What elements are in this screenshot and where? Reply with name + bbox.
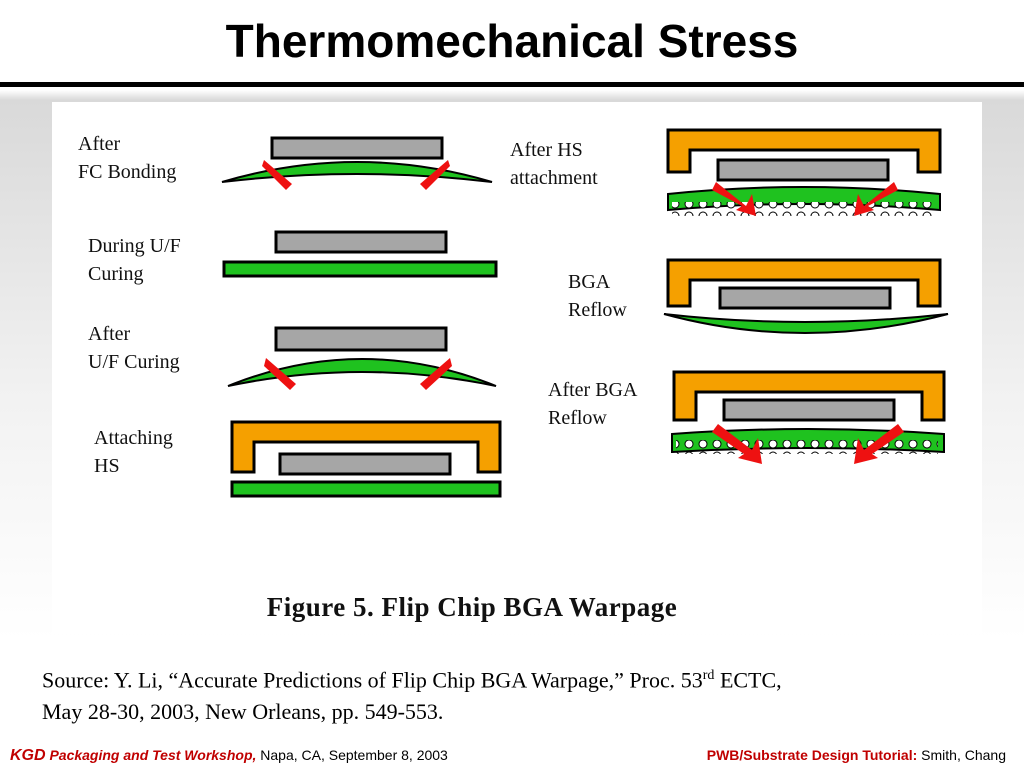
footer: KGD Packaging and Test Workshop, Napa, C… [0,744,1024,768]
stage-after-bga-reflow [671,370,946,464]
stress-arrow-left [712,182,756,216]
stage-after-fc-bonding [221,136,493,190]
substrate-warped [227,358,497,387]
die [718,286,892,310]
title-divider [0,82,1024,87]
stress-arrow-right [854,424,904,464]
die [274,326,448,352]
source-line-1: Source: Y. Li, “Accurate Predictions of … [42,667,703,693]
tutorial-authors: Smith, Chang [917,747,1006,763]
stress-arrow-left [712,424,762,464]
label-attaching-hs: Attaching HS [94,427,173,477]
label-during-uf-curing: During U/F Curing [88,235,181,285]
tutorial-name: PWB/Substrate Design Tutorial: [706,747,918,763]
substrate-flat [222,260,498,278]
heat-spreader [230,420,502,474]
workshop-name: Packaging and Test Workshop, [45,747,257,763]
figure-caption: Figure 5. Flip Chip BGA Warpage [266,592,678,622]
substrate-flat [230,480,502,498]
stage-bga-reflow [663,258,949,334]
ordinal-suffix: rd [702,668,715,683]
stage-after-uf-curing [227,326,497,390]
solder-balls [676,440,938,454]
footer-left: KGD Packaging and Test Workshop, Napa, C… [10,747,448,765]
label-bga-reflow: BGA Reflow [568,271,627,321]
label-after-uf-curing: After U/F Curing [88,323,180,373]
stress-arrow-left [264,358,296,390]
die [722,398,896,422]
footer-right: PWB/Substrate Design Tutorial: Smith, Ch… [707,747,1006,763]
workshop-location: Napa, CA, September 8, 2003 [256,747,448,763]
label-after-hs-attachment: After HS attachment [510,139,598,189]
source-line-1-end: ECTC, [714,667,782,693]
solder-balls [672,202,934,216]
heat-spreader [666,128,942,174]
substrate-warped [663,313,949,334]
kgd-logo-text: KGD [10,747,46,764]
source-line-2: May 28-30, 2003, New Orleans, pp. 549-55… [42,699,444,725]
warpage-diagram [221,128,949,498]
stage-during-uf-curing [222,230,498,278]
stress-arrow-right [420,358,452,390]
heat-spreader [672,370,946,422]
substrate-warped [221,161,493,183]
heat-spreader [666,258,942,308]
stage-after-hs-attachment [666,128,942,216]
die [716,158,890,182]
stress-arrow-left [262,160,292,190]
stage-attaching-hs [230,420,502,498]
stress-arrow-right [854,182,898,216]
die [274,230,448,254]
die [270,136,444,160]
stress-arrow-right [420,160,450,190]
label-after-fc-bonding: After FC Bonding [78,133,177,183]
figure-panel: After FC Bonding During U/F Curing After… [52,102,982,634]
source-citation: Source: Y. Li, “Accurate Predictions of … [42,660,992,728]
page-title: Thermomechanical Stress [225,15,799,67]
die [278,452,452,476]
label-after-bga-reflow: After BGA Reflow [548,379,638,429]
